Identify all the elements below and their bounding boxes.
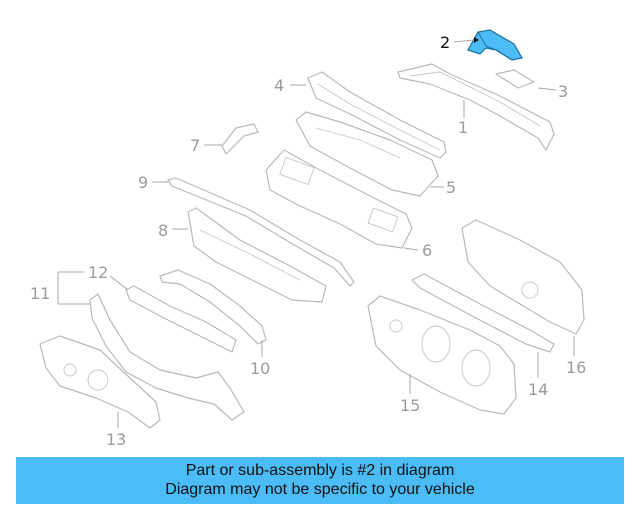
- part-16-insulator: [461, 219, 585, 335]
- callout-7: 7: [190, 136, 200, 155]
- part-15-dash-panel: [367, 295, 517, 415]
- callout-15: 15: [400, 396, 420, 415]
- callout-3: 3: [558, 82, 568, 101]
- part-14-dash-bar: [411, 273, 555, 353]
- callout-labels: 1 2 3 4 5 6 7 8 9 10 11 12 13 14 15 16: [30, 33, 586, 449]
- part-4-upper-cowl: [307, 71, 447, 159]
- part-6-dash-upper: [265, 149, 413, 249]
- callout-6: 6: [422, 241, 432, 260]
- part-5-cowl-inner: [295, 111, 439, 197]
- callout-16: 16: [566, 358, 586, 377]
- part-10-reinforcement: [159, 269, 267, 345]
- callout-4: 4: [274, 76, 284, 95]
- callout-5: 5: [446, 178, 456, 197]
- callout-14: 14: [528, 380, 548, 399]
- part-11-side-assembly: [89, 293, 245, 421]
- callout-10: 10: [250, 359, 270, 378]
- part-13-lower-panel: [39, 335, 161, 429]
- callout-13: 13: [106, 430, 126, 449]
- part-1-cowl-panel: [397, 63, 555, 151]
- caption-line-1: Part or sub-assembly is #2 in diagram: [185, 462, 455, 479]
- callout-11: 11: [30, 284, 50, 303]
- diagram-caption-banner: Part or sub-assembly is #2 in diagram Di…: [16, 457, 624, 504]
- part-7-brace: [221, 123, 259, 155]
- callout-8: 8: [158, 221, 168, 240]
- leader-lines: [57, 37, 575, 428]
- callout-12: 12: [88, 263, 108, 282]
- callout-9: 9: [138, 173, 148, 192]
- callout-2: 2: [440, 33, 450, 52]
- part-2-highlighted[interactable]: [467, 29, 523, 61]
- callout-1: 1: [458, 118, 468, 137]
- part-8-crossmember: [187, 207, 327, 303]
- part-9-rod: [167, 177, 355, 287]
- caption-line-2: Diagram may not be specific to your vehi…: [165, 481, 475, 498]
- part-12-lower-bar: [125, 285, 237, 353]
- part-3-bracket: [495, 69, 535, 89]
